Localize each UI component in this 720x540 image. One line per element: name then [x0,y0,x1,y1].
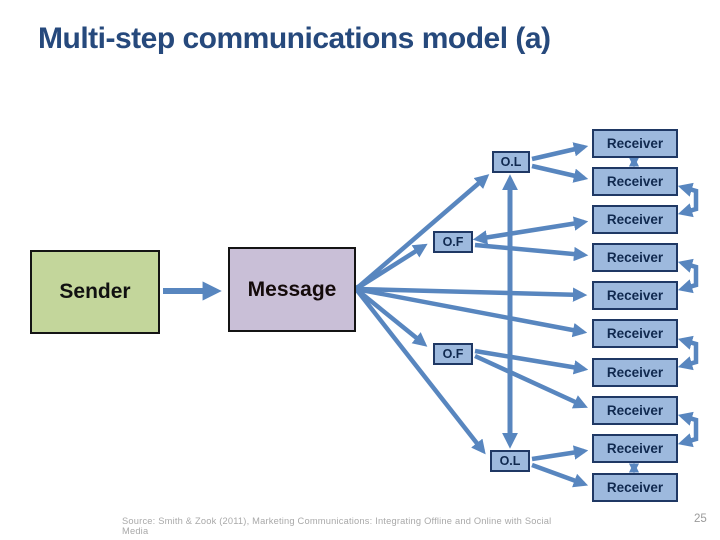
receiver-bracket-arrows [677,182,699,448]
ol-bottom-arrows [531,445,589,488]
receiver-box-1: Receiver [592,129,678,158]
arrow-ol-bottom-to-receiver-9 [531,445,589,462]
message-box: Message [228,247,356,332]
arrow-message-to-receiver-5 [355,286,588,302]
slide-title: Multi-step communications model (a) [38,22,551,55]
source-citation: Source: Smith & Zook (2011), Marketing C… [122,516,552,536]
arrow-of-bottom-to-receiver-7 [474,348,589,375]
of-top-arrows [472,216,589,262]
receiver-box-10: Receiver [592,473,678,502]
message-fan-arrows [354,174,588,455]
arrow-ol-top-to-receiver-1 [531,142,589,162]
arrow-message-to-of-bottom [354,287,428,347]
arrow-of-bottom-to-receiver-8 [474,353,588,409]
arrow-group [163,142,699,488]
arrow-message-to-of-top [354,243,428,291]
opinion-leader-bottom-box: O.L [490,450,530,472]
bracket-receiver-8-9 [677,411,699,448]
receiver-box-5: Receiver [592,281,678,310]
arrow-ol-top-to-receiver-2 [531,163,589,183]
page-number: 25 [694,513,707,525]
receiver-box-6: Receiver [592,319,678,348]
arrow-message-to-ol-bottom [354,287,486,455]
arrow-message-to-receiver-6 [355,286,588,338]
receiver-box-7: Receiver [592,358,678,387]
bracket-receiver-2-3 [677,182,699,218]
arrow-of-top-to-receiver-3 [472,216,589,245]
opinion-former-bottom-box: O.F [433,343,473,365]
arrow-ol-bottom-to-receiver-10 [531,462,589,488]
of-bottom-arrows [474,348,589,409]
opinion-leader-top-box: O.L [492,151,530,173]
receiver-box-4: Receiver [592,243,678,272]
receiver-box-8: Receiver [592,396,678,425]
sender-box: Sender [30,250,160,334]
bracket-receiver-4-5 [677,258,699,294]
ol-top-arrows [531,142,589,183]
receiver-box-2: Receiver [592,167,678,196]
arrow-message-to-ol-top [354,174,490,291]
opinion-former-top-box: O.F [433,231,473,253]
bracket-receiver-6-7 [677,335,699,371]
receiver-box-3: Receiver [592,205,678,234]
receiver-box-9: Receiver [592,434,678,463]
arrow-of-top-to-receiver-4 [474,242,589,262]
